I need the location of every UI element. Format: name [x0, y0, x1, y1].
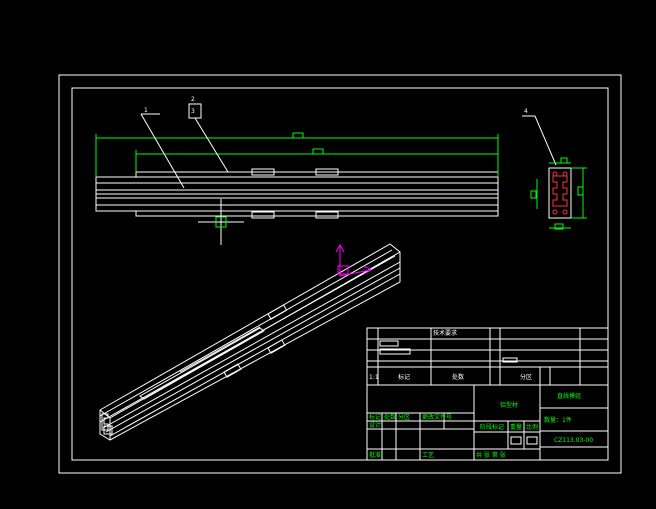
ucs-icon	[335, 243, 373, 277]
tb-name-header: 处数	[452, 373, 464, 381]
tb-header-change: 更改文件号	[422, 413, 452, 421]
tb-stage-weight: 重量	[510, 423, 522, 431]
front-dimensions	[95, 132, 499, 177]
side-view	[530, 157, 587, 230]
tb-header-mark: 标记	[369, 413, 381, 421]
leaders: 1 2 3 4	[140, 96, 557, 189]
tb-material-header: 分区	[520, 373, 532, 381]
front-view	[95, 168, 499, 245]
tb-header-count: 处数	[384, 413, 396, 421]
tb-qty: 数量：1件	[544, 416, 572, 424]
title-block: 1:1 标记 处数 分区 技术要求 铝型材 直线模组 数量：1件 CZ113.0…	[366, 327, 609, 461]
tb-row-craft: 工艺	[422, 451, 434, 459]
tb-sheet-info: 共 张 第 张	[476, 451, 506, 459]
tb-part-name: 直线模组	[557, 392, 581, 400]
balloon-1: 1	[144, 107, 148, 114]
tb-code-header: 标记	[398, 373, 410, 381]
balloon-2: 2	[191, 96, 195, 103]
tb-stage-mark: 阶段标记	[480, 423, 504, 431]
outer-frame	[58, 74, 622, 474]
inner-frame	[71, 87, 609, 461]
balloon-3: 3	[191, 108, 195, 115]
tb-material: 铝型材	[500, 401, 518, 409]
tb-stage-scale: 比例	[526, 423, 538, 431]
balloon-4: 4	[524, 108, 528, 115]
tb-note-1: 技术要求	[433, 329, 457, 337]
tb-drawing-no: CZ113.03-00	[554, 437, 593, 444]
tb-row-approve: 批准	[369, 451, 381, 459]
isometric-view	[99, 243, 401, 441]
tb-row-design: 设计	[369, 421, 381, 429]
tb-index: 1:1	[369, 374, 379, 381]
tb-header-zone: 分区	[398, 413, 410, 421]
